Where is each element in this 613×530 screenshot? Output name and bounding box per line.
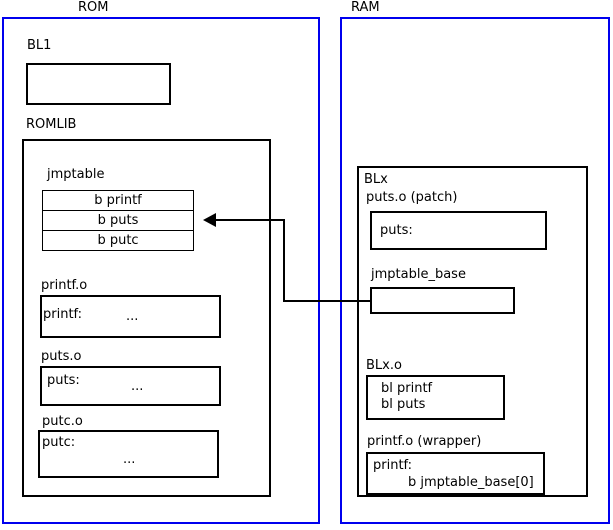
puts-o-symbol: puts: — [47, 373, 80, 388]
puts-o-box: puts: ... — [40, 366, 221, 406]
connector-segment-vertical — [283, 219, 285, 302]
putc-o-box: putc: ... — [38, 430, 219, 478]
printf-wrapper-caption: printf.o (wrapper) — [367, 434, 482, 449]
printf-o-caption: printf.o — [41, 278, 88, 293]
ram-region-label: RAM — [351, 0, 380, 15]
puts-patch-box: puts: — [370, 211, 547, 250]
puts-patch-symbol: puts: — [380, 223, 413, 238]
romlib-caption: ROMLIB — [26, 117, 77, 132]
puts-o-ellipsis: ... — [131, 379, 144, 394]
blx-o-box: bl printf bl puts — [366, 375, 505, 420]
blx-caption: BLx — [364, 172, 388, 187]
jmptable-entry-label: b puts — [97, 213, 139, 228]
blx-o-caption: BLx.o — [366, 358, 402, 373]
connector-segment-horizontal-lower — [283, 300, 371, 302]
printf-o-symbol: printf: — [43, 307, 83, 322]
jmptable-base-box — [370, 287, 515, 314]
bl1-box — [26, 63, 171, 105]
ram-region — [340, 17, 610, 524]
jmptable-entry-label: b putc — [97, 233, 139, 248]
bl1-caption: BL1 — [27, 38, 52, 53]
printf-wrapper-symbol: printf: — [373, 458, 413, 473]
putc-o-symbol: putc: — [42, 435, 76, 450]
puts-o-caption: puts.o — [41, 349, 82, 364]
jmptable-entry-b-puts: b puts — [42, 210, 194, 231]
connector-segment-horizontal-upper — [214, 219, 285, 221]
rom-region-label: ROM — [78, 0, 109, 15]
printf-wrapper-box: printf: b jmptable_base[0] — [366, 452, 545, 495]
jmptable-entry-b-printf: b printf — [42, 190, 194, 211]
connector-arrowhead-icon — [203, 213, 216, 227]
jmptable-caption: jmptable — [47, 167, 105, 182]
printf-o-ellipsis: ... — [126, 309, 139, 324]
printf-wrapper-branch: b jmptable_base[0] — [408, 475, 534, 490]
jmptable-entry-b-putc: b putc — [42, 230, 194, 251]
printf-o-box: printf: ... — [40, 295, 221, 338]
blx-o-line-bl-printf: bl printf — [381, 381, 433, 396]
rom-region — [2, 17, 320, 524]
puts-patch-caption: puts.o (patch) — [366, 190, 458, 205]
putc-o-caption: putc.o — [42, 414, 83, 429]
jmptable-entry-label: b printf — [94, 193, 142, 208]
jmptable-base-caption: jmptable_base — [371, 267, 466, 282]
blx-o-line-bl-puts: bl puts — [381, 397, 426, 412]
putc-o-ellipsis: ... — [123, 452, 136, 467]
